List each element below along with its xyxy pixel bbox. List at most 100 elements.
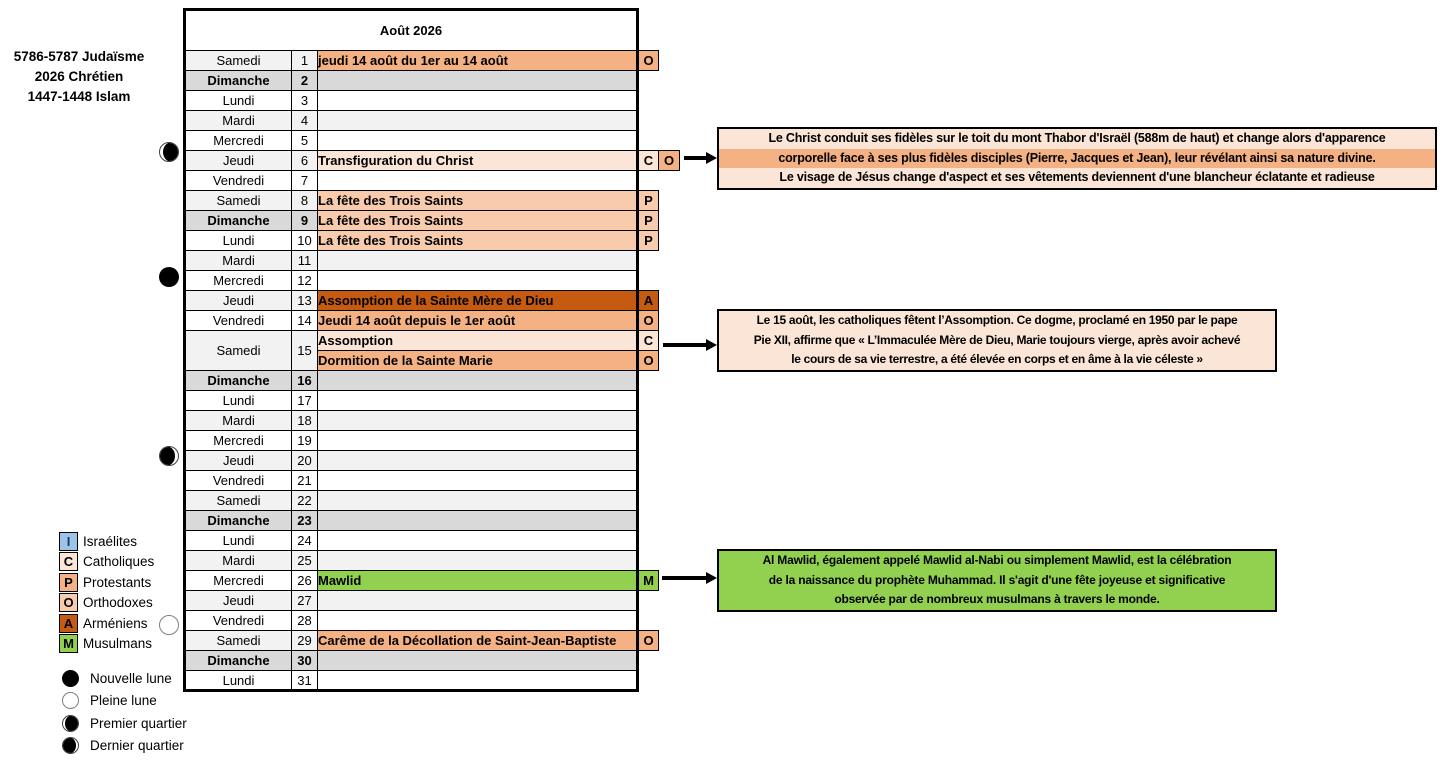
spacer [659, 91, 680, 111]
day-name-cell: Dimanche [183, 510, 292, 531]
spacer [659, 631, 680, 651]
day-name-cell: Jeudi [183, 150, 292, 171]
spacer [659, 551, 680, 571]
day-number-cell: 18 [291, 410, 318, 431]
day-number-cell: 26 [291, 570, 318, 591]
empty-event-cell [317, 250, 639, 271]
annotation-line: le cours de sa vie terrestre, a été élev… [791, 352, 1203, 366]
spacer [659, 311, 680, 331]
day-number-cell: 28 [291, 610, 318, 631]
day-name-cell: Samedi [183, 330, 292, 371]
spacer [659, 571, 680, 591]
calendar-title-row: Août 2026 [183, 8, 680, 51]
era-label-christian: 2026 Chrétien [34, 69, 124, 84]
spacer [638, 171, 659, 191]
day-name-cell: Mercredi [183, 130, 292, 151]
spacer [638, 271, 659, 291]
era-label-islam: 1447-1448 Islam [27, 89, 131, 104]
first-quarter-moon-icon [62, 714, 79, 732]
spacer [659, 10, 680, 51]
day-name-cell: Samedi [183, 190, 292, 211]
religion-code-cell: C [637, 150, 659, 171]
spacer [659, 191, 680, 211]
full-moon-icon [62, 692, 79, 710]
day-number-cell: 3 [291, 90, 318, 111]
spacer [659, 511, 680, 531]
empty-event-cell [317, 490, 639, 511]
day-number-cell: 12 [291, 270, 318, 291]
day-number-cell: 2 [291, 70, 318, 91]
spacer [659, 531, 680, 551]
annotation-line: Le Christ conduit ses fidèles sur le toi… [719, 129, 1435, 149]
empty-event-cell [317, 430, 639, 451]
day-name-cell: Lundi [183, 670, 292, 692]
spacer [659, 211, 680, 231]
day-number-cell: 13 [291, 290, 318, 311]
event-cell: Transfiguration du Christ [317, 150, 639, 171]
legend-item-catholiques: C Catholiques [59, 552, 154, 573]
day-name-cell: Mercredi [183, 430, 292, 451]
spacer [638, 611, 659, 631]
nouvelle-quartier-day12-moon-icon [159, 267, 179, 287]
spacer [638, 391, 659, 411]
day-number-cell: 1 [291, 50, 318, 71]
event-cell: jeudi 14 août du 1er au 14 août [317, 50, 639, 71]
last-quarter-moon-icon [62, 737, 79, 755]
spacer [638, 591, 659, 611]
empty-event-cell [317, 610, 639, 631]
religion-legend: I Israélites C Catholiques P Protestants… [59, 531, 154, 654]
annotation-line: de la naissance du prophète Muhammad. Il… [768, 572, 1226, 587]
religion-code-cell: A [637, 290, 659, 311]
day-name-cell: Mardi [183, 110, 292, 131]
day-name-cell: Dimanche [183, 210, 292, 231]
annotation-line: Le 15 août, les catholiques fêtent l’Ass… [756, 313, 1238, 327]
spacer [659, 671, 680, 691]
legend-label-israelites: Israélites [83, 533, 138, 549]
calendar-title: Août 2026 [183, 8, 639, 51]
spacer [638, 471, 659, 491]
legend-label-full-moon: Pleine lune [90, 693, 157, 709]
legend-item-new-moon: Nouvelle lune [62, 667, 187, 690]
spacer [638, 651, 659, 671]
spacer [659, 71, 680, 91]
arrow-to-transfiguration-note [684, 156, 707, 160]
annotation-assomption: Le 15 août, les catholiques fêtent l’Ass… [717, 309, 1277, 372]
empty-event-cell [317, 550, 639, 571]
day-name-cell: Dimanche [183, 70, 292, 91]
annotation-line: observée par de nombreux musulmans à tra… [834, 592, 1160, 606]
day-name-cell: Lundi [183, 230, 292, 251]
spacer [659, 171, 680, 191]
annotation-line: Al Mawlid, également appelé Mawlid al-Na… [762, 553, 1232, 567]
event-cell: Mawlid [317, 570, 639, 591]
spacer [659, 111, 680, 131]
spacer [659, 251, 680, 271]
day-name-cell: Dimanche [183, 370, 292, 391]
empty-event-cell [317, 410, 639, 431]
spacer [659, 351, 680, 371]
day-number-cell: 15 [291, 330, 318, 371]
spacer [659, 291, 680, 311]
day-name-cell: Vendredi [183, 170, 292, 191]
annotation-mawlid: Al Mawlid, également appelé Mawlid al-Na… [717, 549, 1277, 612]
spacer [638, 511, 659, 531]
legend-item-armeniens: A Arméniens [59, 613, 154, 634]
day-number-cell: 11 [291, 250, 318, 271]
day-number-cell: 29 [291, 630, 318, 651]
spacer [638, 431, 659, 451]
spacer [659, 231, 680, 251]
catholiques-code-badge: C [59, 552, 78, 572]
spacer [659, 131, 680, 151]
religion-code-cell: O [637, 310, 659, 331]
spacer [659, 271, 680, 291]
